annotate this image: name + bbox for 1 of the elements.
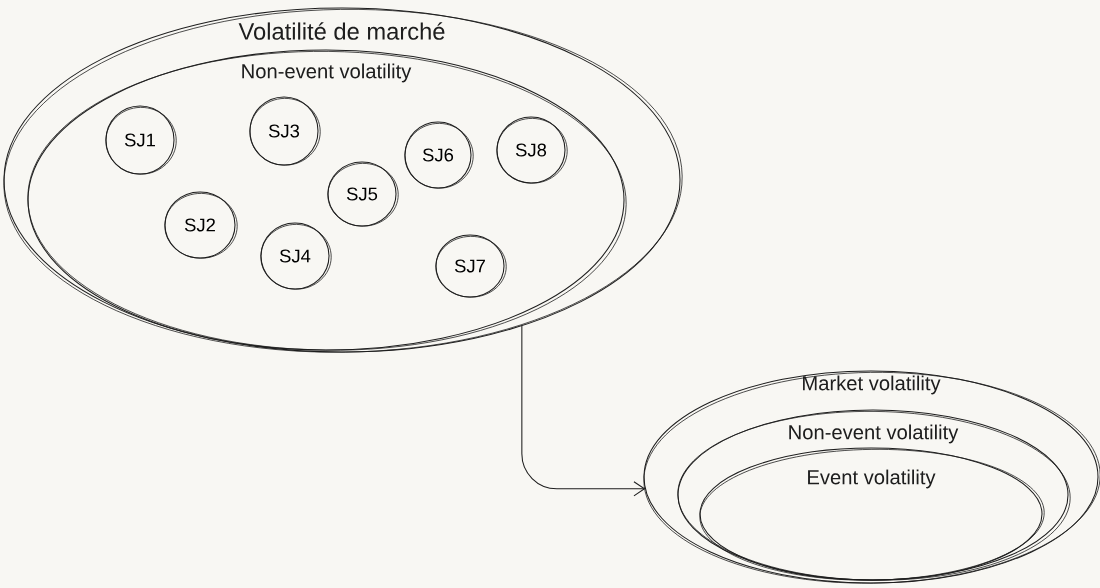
arrow (521, 325, 646, 497)
